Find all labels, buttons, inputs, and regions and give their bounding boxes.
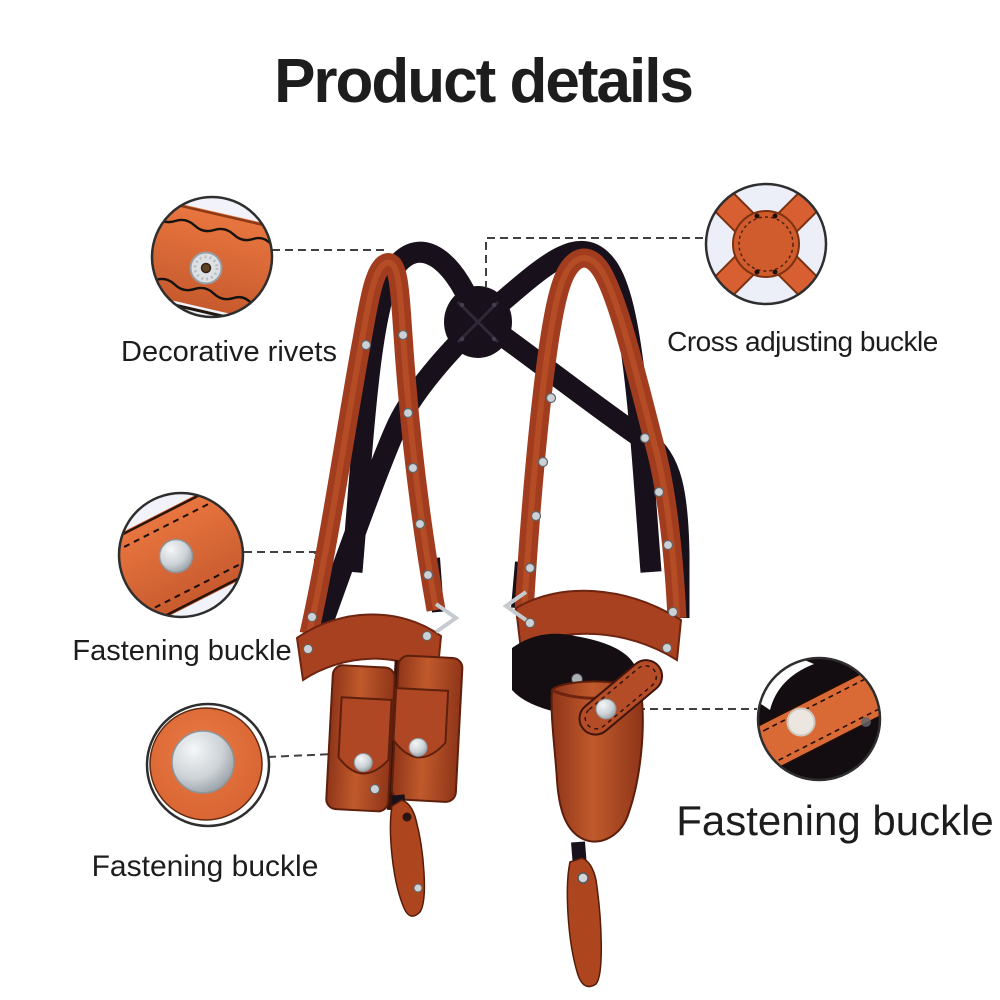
pouch-snap-left	[353, 752, 373, 772]
callout-circle-cross-buckle	[704, 182, 828, 306]
connector-decorative-rivets	[272, 249, 384, 291]
snap-dome-icon	[171, 730, 235, 794]
callout-circle-fastening-holster	[756, 656, 882, 782]
label-cross-adjusting-buckle: Cross adjusting buckle	[667, 326, 938, 357]
strap-rivets	[360, 329, 674, 581]
leather-loop-left-highlight	[306, 259, 439, 635]
d-ring-left-yoke	[434, 602, 460, 634]
callout-circle-fastening-pouch	[145, 702, 271, 828]
rivet-washer-icon	[189, 251, 223, 285]
connector-fastening-strap	[244, 551, 316, 610]
callout-circle-decorative-rivets	[150, 195, 274, 319]
cross-pad	[444, 286, 512, 358]
leather-loops	[299, 248, 687, 637]
label-fastening-buckle-holster: Fastening buckle	[676, 797, 994, 844]
label-fastening-buckle-pouch: Fastening buckle	[91, 850, 319, 883]
pouch-flap-left	[337, 696, 393, 775]
snap-dome-icon	[786, 707, 816, 737]
page-title: Product details	[274, 47, 694, 116]
mag-pouch	[325, 654, 464, 813]
snap-dome-icon	[158, 538, 194, 574]
tie-down-right-tip	[566, 857, 603, 988]
callout-circle-fastening-strap	[117, 491, 245, 619]
tie-down-straps	[389, 794, 603, 988]
pouch-flap-right	[392, 687, 450, 759]
label-fastening-buckle-strap: Fastening buckle	[72, 635, 292, 667]
label-decorative-rivets: Decorative rivets	[121, 336, 337, 368]
connector-cross-buckle	[485, 237, 703, 287]
retention-snap	[595, 698, 617, 720]
pouch-snap-right	[408, 737, 428, 757]
shoulder-holster-photo	[295, 240, 690, 988]
holster	[512, 633, 664, 843]
leather-loop-right-highlight	[521, 255, 680, 619]
d-ring-right-yoke	[502, 590, 528, 622]
